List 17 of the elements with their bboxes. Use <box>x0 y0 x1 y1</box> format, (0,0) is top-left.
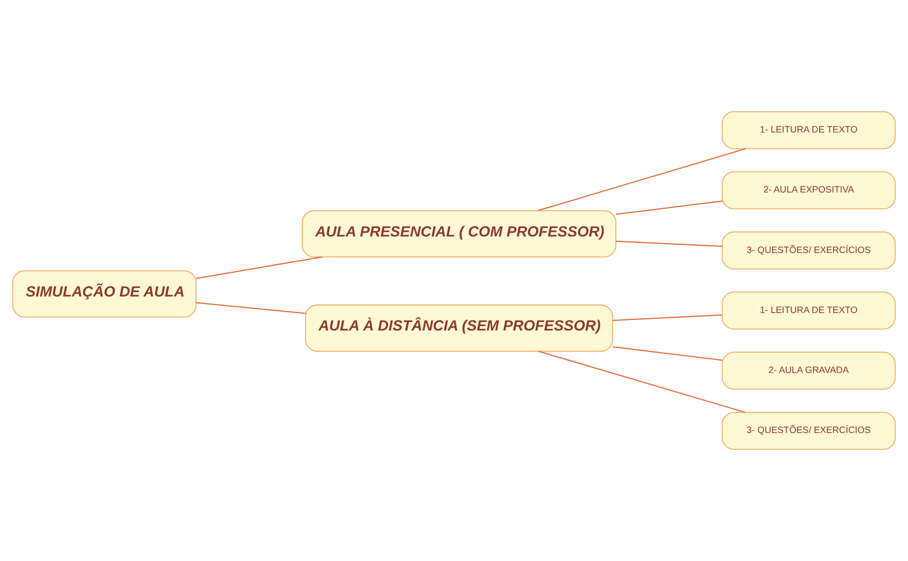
node-box: SIMULAÇÃO DE AULA <box>12 270 196 318</box>
node-box: AULA PRESENCIAL ( COM PROFESSOR) <box>302 210 616 258</box>
node-box: AULA À DISTÂNCIA (SEM PROFESSOR) <box>305 304 614 352</box>
node-box: 1- LEITURA DE TEXTO <box>722 292 896 330</box>
connector <box>538 350 746 413</box>
connector <box>538 148 746 212</box>
connector <box>196 302 306 314</box>
node-box: 2- AULA EXPOSITIVA <box>722 171 896 210</box>
connector <box>616 240 722 247</box>
connector <box>196 256 322 279</box>
connector <box>612 346 722 361</box>
node-box: 1- LEITURA DE TEXTO <box>722 111 896 150</box>
node-box: 3- QUESTÕES/ EXERCÍCIOS <box>722 412 896 450</box>
node-box: 2- AULA GRAVADA <box>722 352 896 390</box>
node-box: 3- QUESTÕES/ EXERCÍCIOS <box>722 231 896 270</box>
connector <box>616 200 722 215</box>
connector <box>612 314 722 321</box>
